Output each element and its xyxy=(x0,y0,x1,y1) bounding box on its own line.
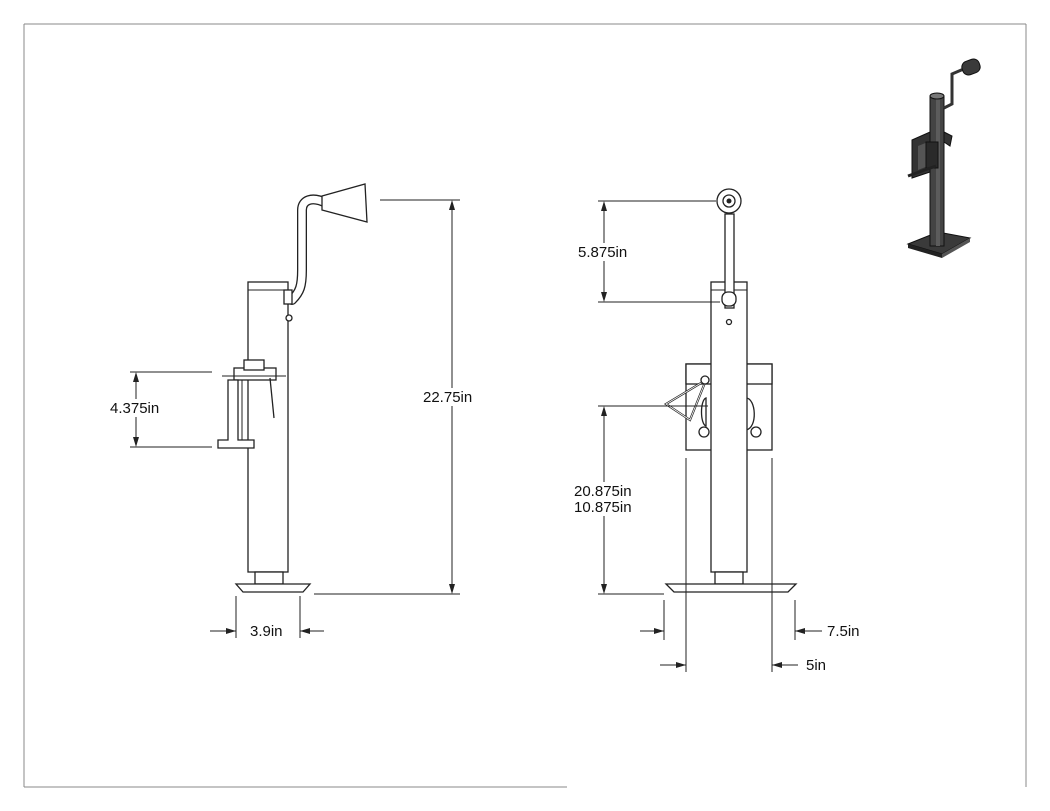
side-height-label: 22.75in xyxy=(423,389,472,406)
tongue-jack-3d-icon xyxy=(906,58,981,258)
front-height-dimension xyxy=(572,405,708,595)
sheet-border xyxy=(23,23,1027,788)
front-bracket-width-dimension xyxy=(660,458,798,672)
front-bracket-width-label: 5in xyxy=(806,657,826,674)
side-bracket-label: 4.375in xyxy=(110,400,159,417)
front-foot-width-dimension xyxy=(640,600,822,640)
side-height-dimension xyxy=(314,199,478,595)
side-bracket-dimension xyxy=(108,371,212,448)
front-retracted-label: 10.875in xyxy=(574,499,632,516)
side-width-dimension xyxy=(210,596,324,638)
side-view-jack xyxy=(217,183,368,593)
front-foot-width-label: 7.5in xyxy=(827,623,860,640)
front-extended-label: 20.875in xyxy=(574,483,632,500)
front-top-dimension xyxy=(577,200,720,303)
front-top-label: 5.875in xyxy=(578,244,627,261)
front-view-jack xyxy=(663,188,798,593)
side-width-label: 3.9in xyxy=(250,623,283,640)
